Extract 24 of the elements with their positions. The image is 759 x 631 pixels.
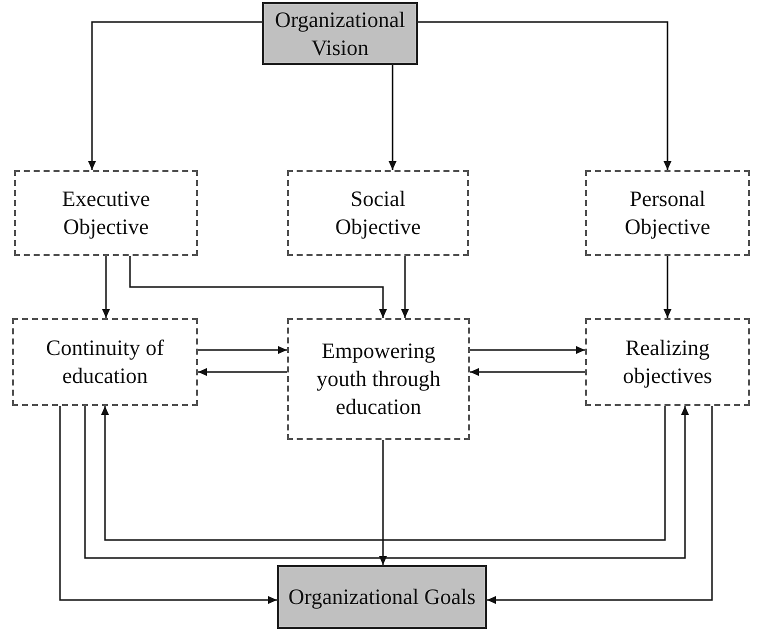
arrow xyxy=(198,346,287,354)
arrow xyxy=(101,406,666,541)
dashed-box: Continuity of education xyxy=(12,318,198,406)
arrow xyxy=(470,346,585,354)
dashed-box: Personal Objective xyxy=(585,170,750,256)
arrow xyxy=(379,440,387,565)
arrow xyxy=(487,406,713,604)
arrow xyxy=(198,368,287,376)
arrow xyxy=(388,65,397,170)
arrow xyxy=(401,256,409,318)
arrow xyxy=(664,256,672,318)
arrow xyxy=(470,368,585,376)
arrow xyxy=(84,406,689,559)
arrow xyxy=(129,256,387,318)
dashed-box: Realizing objectives xyxy=(585,318,750,406)
dashed-box: Social Objective xyxy=(287,170,469,256)
arrow xyxy=(102,256,110,318)
dashed-box: Empowering youth through education xyxy=(287,318,470,440)
arrow xyxy=(88,21,262,170)
highlighted-box: Organizational Vision xyxy=(262,2,418,65)
arrow xyxy=(59,406,277,604)
highlighted-box: Organizational Goals xyxy=(277,565,487,629)
arrow xyxy=(418,21,672,170)
dashed-box: Executive Objective xyxy=(14,170,198,256)
